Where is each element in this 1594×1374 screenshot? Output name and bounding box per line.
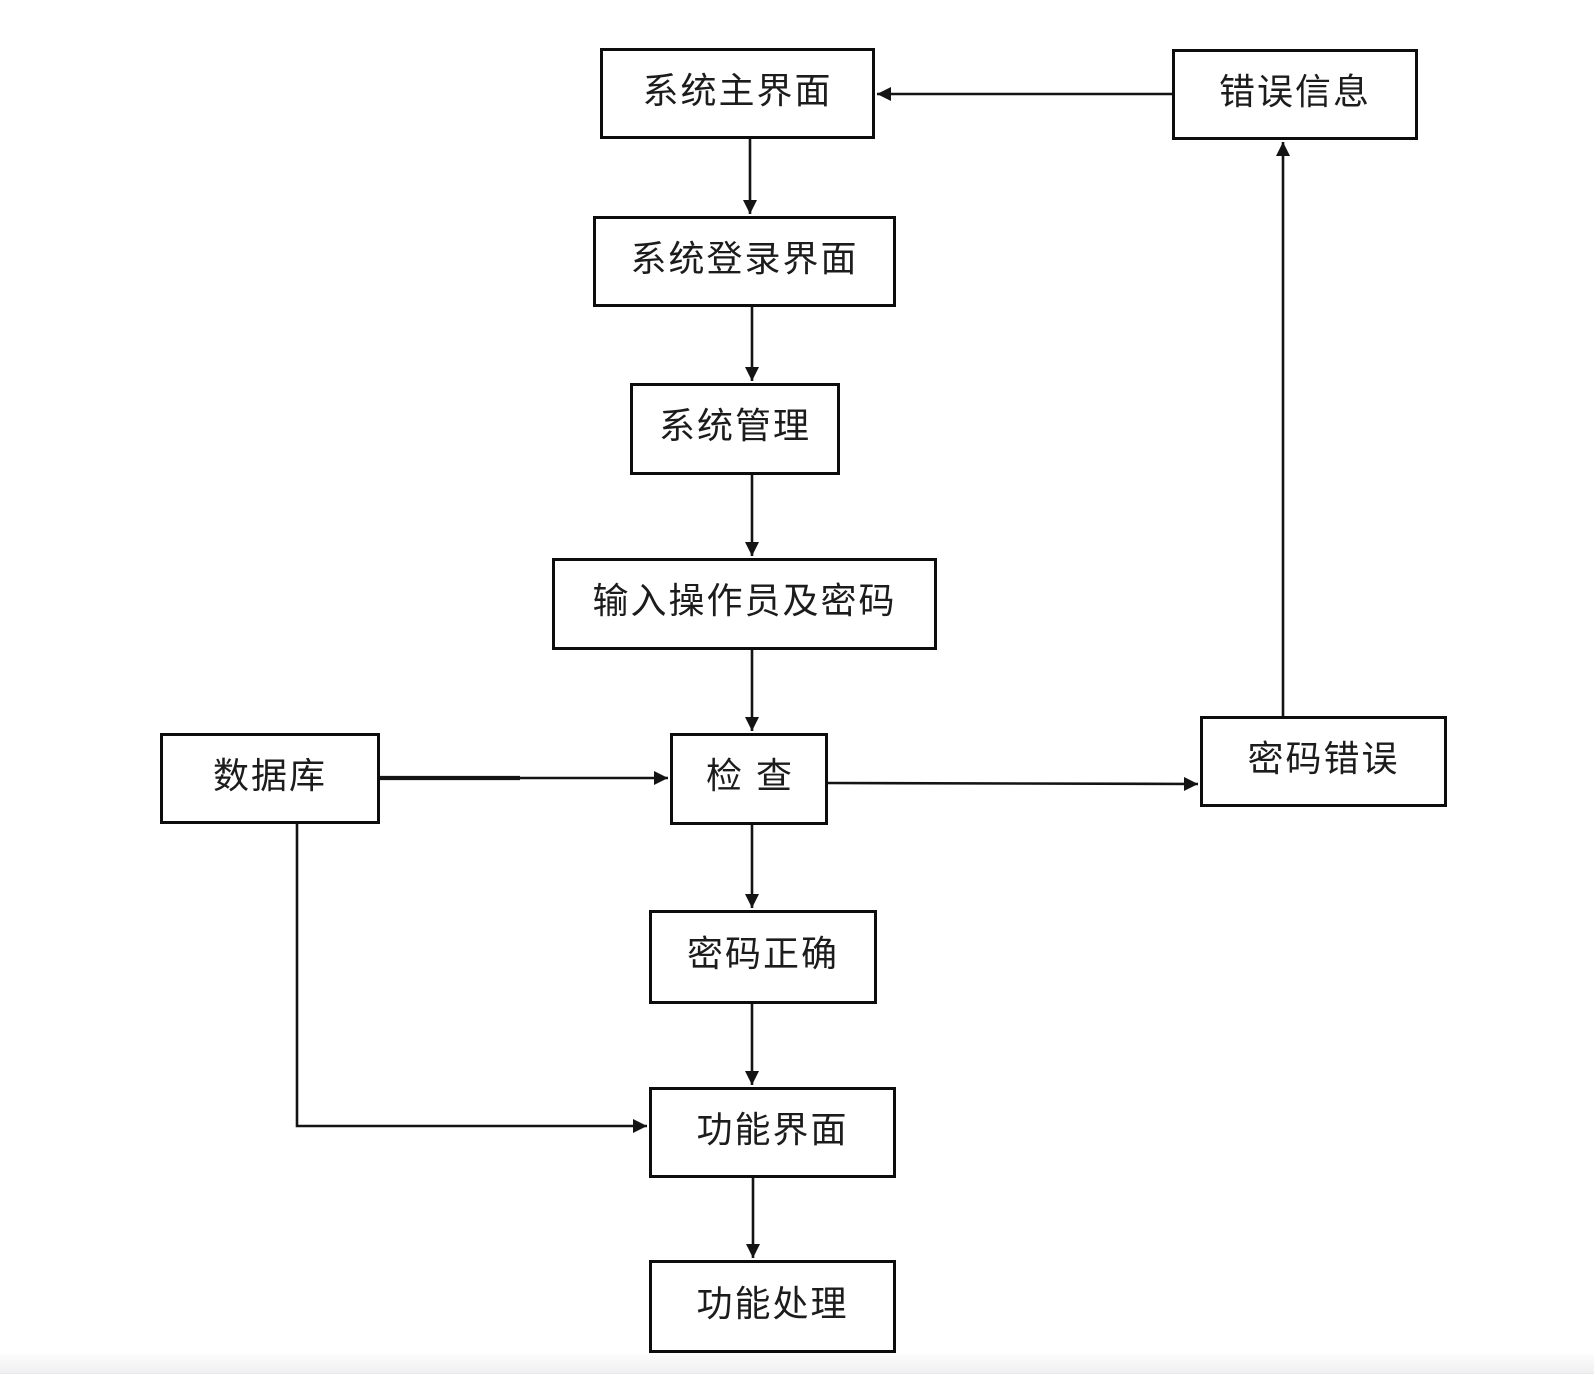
node-system-main-interface: 系统主界面 — [600, 48, 875, 139]
node-system-management: 系统管理 — [630, 383, 840, 475]
node-label: 密码错误 — [1247, 738, 1400, 779]
node-function-interface: 功能界面 — [649, 1087, 896, 1178]
node-label: 系统管理 — [658, 406, 811, 446]
page-bottom-edge — [0, 1354, 1594, 1374]
node-label: 检查 — [705, 756, 806, 796]
node-label: 数据库 — [212, 755, 327, 796]
node-check: 检查 — [670, 733, 828, 825]
node-label: 密码正确 — [686, 934, 839, 974]
node-input-operator-password: 输入操作员及密码 — [552, 558, 937, 650]
edge-database-to-funcui — [295, 824, 647, 1133]
node-label: 错误信息 — [1218, 71, 1371, 112]
node-label: 功能处理 — [696, 1283, 849, 1324]
node-password-correct: 密码正确 — [649, 910, 877, 1004]
node-system-login-interface: 系统登录界面 — [593, 216, 896, 307]
node-label: 输入操作员及密码 — [592, 581, 897, 621]
node-password-wrong: 密码错误 — [1200, 716, 1447, 807]
node-database: 数据库 — [160, 733, 380, 824]
node-label: 系统登录界面 — [630, 238, 859, 279]
node-error-info: 错误信息 — [1172, 49, 1418, 140]
node-function-processing: 功能处理 — [649, 1260, 896, 1353]
node-label: 系统主界面 — [642, 70, 833, 111]
edge-check-to-pwdwrong — [827, 776, 1199, 791]
node-label: 功能界面 — [696, 1109, 849, 1150]
